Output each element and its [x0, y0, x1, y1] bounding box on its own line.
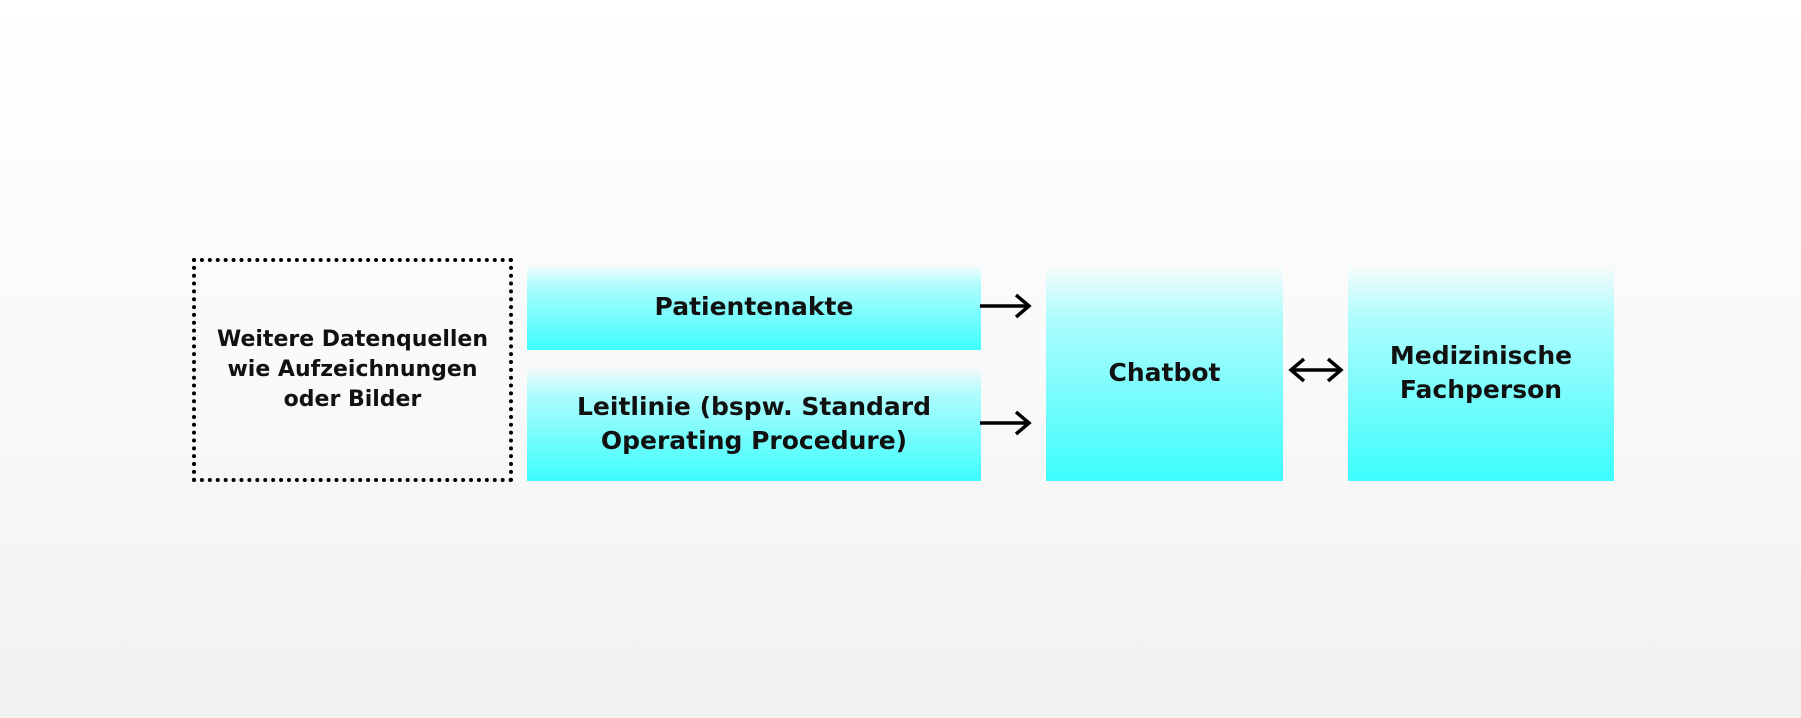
chatbot-label: Chatbot — [1108, 357, 1221, 387]
other-data-sources-label: Weitere Datenquellen wie Aufzeichnungen … — [216, 327, 488, 412]
arrow-guideline-to-chatbot — [980, 410, 1032, 436]
chatbot-box: Chatbot — [1046, 264, 1283, 481]
medical-expert-label: Medizinische Fachperson — [1389, 340, 1573, 404]
patient-record-label: Patientenakte — [654, 292, 854, 321]
guideline-label: Leitlinie (bspw. Standard Operating Proc… — [577, 391, 931, 455]
guideline-box: Leitlinie (bspw. Standard Operating Proc… — [527, 366, 981, 481]
arrow-record-to-chatbot — [980, 293, 1032, 319]
medical-expert-box: Medizinische Fachperson — [1348, 264, 1614, 481]
patient-record-box: Patientenakte — [527, 264, 981, 350]
bidirectional-arrow-chatbot-expert — [1288, 357, 1344, 383]
other-data-sources-box: Weitere Datenquellen wie Aufzeichnungen … — [192, 258, 513, 482]
